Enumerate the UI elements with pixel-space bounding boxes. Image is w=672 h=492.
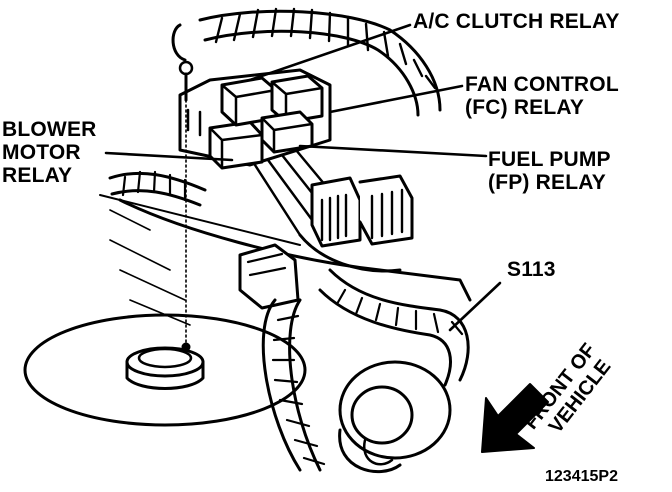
left-wiring-loom (108, 170, 207, 207)
fuel-pump-relay-line-1: FUEL PUMP (488, 148, 611, 171)
front-arrow-icon (481, 383, 549, 453)
blower-motor-relay-body (208, 120, 264, 170)
splice-s113-text: S113 (507, 258, 556, 281)
fuel-pump-relay-label: FUEL PUMP (FP) RELAY (488, 148, 611, 194)
fan-control-relay-line-2: (FC) RELAY (465, 96, 585, 119)
figure-id: 123415P2 (545, 468, 618, 485)
hose-loop (261, 298, 326, 472)
fuel-pump-relay-line-2: (FP) RELAY (488, 171, 606, 194)
fan-control-relay-body (270, 74, 324, 124)
blower-motor-relay-line-3: RELAY (2, 164, 73, 187)
leader-blower (104, 151, 234, 162)
leader-fan-control (328, 84, 464, 114)
main-wiring-bundle (318, 268, 470, 387)
top-wiring-loom (171, 7, 442, 117)
ac-clutch-relay-text: A/C CLUTCH RELAY (413, 10, 620, 33)
fan-control-relay-line-1: FAN CONTROL (465, 73, 619, 96)
background-hatching (109, 209, 191, 326)
body-panel-contour (99, 194, 301, 246)
blower-motor-relay-label: BLOWER MOTOR RELAY (2, 118, 97, 187)
ac-clutch-relay-label: A/C CLUTCH RELAY (413, 10, 620, 33)
bracket-bolt (178, 60, 194, 76)
leader-s113 (448, 281, 502, 332)
fan-control-relay-label: FAN CONTROL (FC) RELAY (465, 73, 619, 119)
blower-motor-relay-line-1: BLOWER (2, 118, 97, 141)
relay-harness (253, 148, 402, 273)
strut-tower (23, 313, 307, 427)
splice-s113-label: S113 (507, 258, 556, 281)
lower-connector (238, 243, 300, 310)
harness-connector-block (310, 174, 414, 248)
round-component (338, 360, 452, 474)
blower-motor-relay-line-2: MOTOR (2, 141, 81, 164)
leader-lines (104, 23, 502, 332)
leader-fuel-pump (298, 144, 488, 158)
leader-ac-clutch (248, 23, 412, 82)
